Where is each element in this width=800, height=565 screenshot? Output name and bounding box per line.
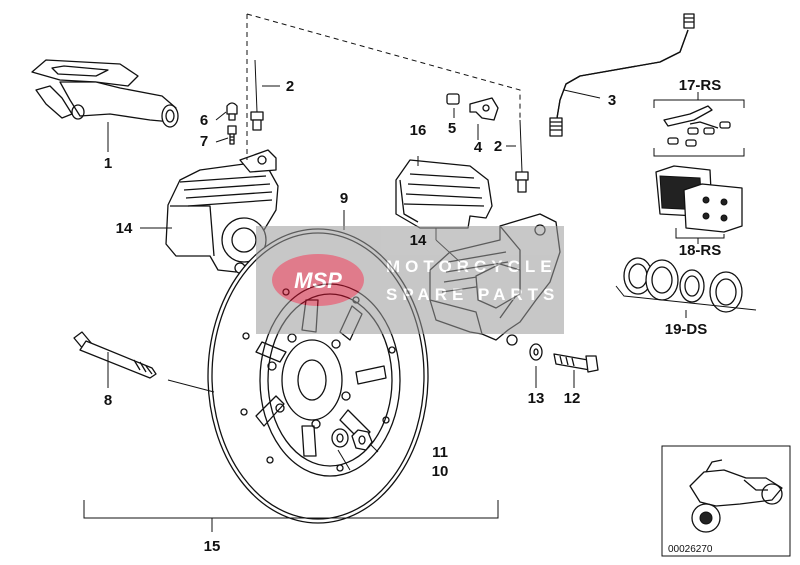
label-18-rs: 18-RS xyxy=(679,242,722,259)
label-12: 12 xyxy=(564,390,581,407)
caliper-cover xyxy=(395,159,493,229)
label-1: 1 xyxy=(104,155,112,172)
label-6: 6 xyxy=(200,112,208,129)
nut-11 xyxy=(351,429,373,451)
caliper-rod-right xyxy=(515,119,529,193)
label-2-right: 2 xyxy=(494,138,502,155)
label-3: 3 xyxy=(608,92,616,109)
label-5: 5 xyxy=(448,120,456,137)
pin xyxy=(446,93,460,105)
label-14-left: 14 xyxy=(116,220,133,237)
brake-pads xyxy=(655,165,743,239)
label-10: 10 xyxy=(432,463,449,480)
bolt-12 xyxy=(553,353,599,373)
axle-bolt xyxy=(73,331,157,379)
watermark-line-2: SPARE PARTS xyxy=(386,285,559,304)
motorcycle-silhouette-icon xyxy=(689,459,783,533)
caliper-rod-left xyxy=(250,59,264,131)
bleed-screw xyxy=(227,125,237,145)
label-17-rs: 17-RS xyxy=(679,77,722,94)
label-16: 16 xyxy=(410,122,427,139)
label-11: 11 xyxy=(432,444,448,461)
label-7: 7 xyxy=(200,133,208,150)
assembly-lines xyxy=(246,13,521,160)
label-14-right: 14 xyxy=(410,232,427,249)
label-13: 13 xyxy=(528,390,545,407)
master-cylinder xyxy=(31,59,179,128)
label-19-ds: 19-DS xyxy=(665,321,708,338)
washer-10 xyxy=(331,428,349,448)
location-inset: 00026270 xyxy=(661,445,791,557)
brake-line xyxy=(549,13,695,137)
watermark-logo: MSP xyxy=(294,268,342,293)
label-4: 4 xyxy=(474,139,483,156)
washer-13 xyxy=(529,343,543,361)
watermark-line-1: MOTORCYCLE xyxy=(386,257,557,276)
brake-caliper-left xyxy=(165,149,279,274)
reference-number: 00026270 xyxy=(668,544,713,555)
watermark: MSP MOTORCYCLE SPARE PARTS xyxy=(256,226,564,334)
clip xyxy=(469,97,499,121)
label-15: 15 xyxy=(204,538,221,555)
bleed-screw-cap xyxy=(226,102,238,121)
label-9: 9 xyxy=(340,190,348,207)
pad-hardware-kit xyxy=(653,99,745,157)
part-labels: 1 2 2 3 4 5 6 7 8 9 10 11 12 13 14 14 15… xyxy=(104,77,721,555)
label-8: 8 xyxy=(104,392,112,409)
seal-kit xyxy=(615,257,757,313)
label-2-left: 2 xyxy=(286,78,294,95)
